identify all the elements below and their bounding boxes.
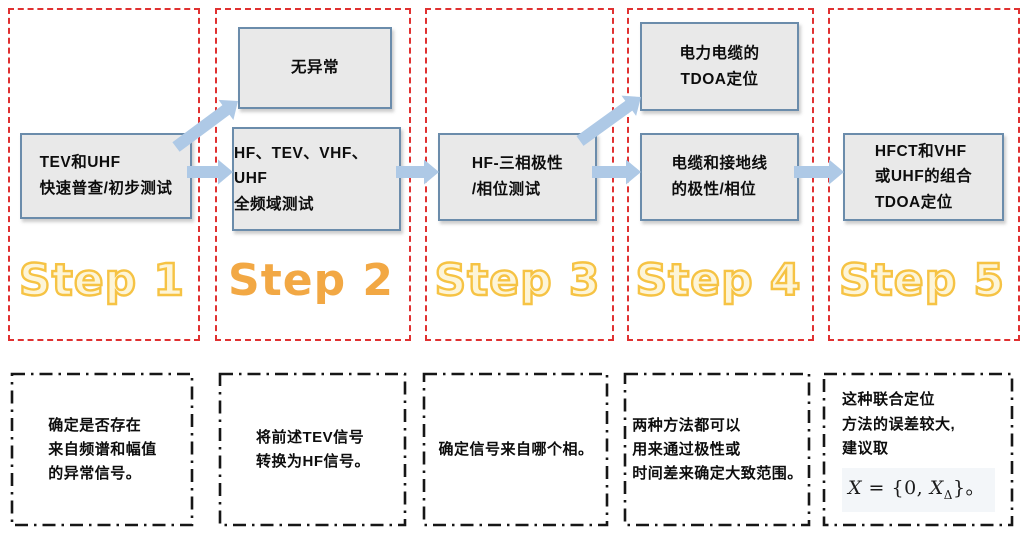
box-line: 或UHF的组合 bbox=[874, 168, 973, 186]
note-line: 转换为HF信号。 bbox=[256, 453, 370, 470]
note-step5: 这种联合定位 方法的误差较大, 建议取 X = {0, XΔ}。 bbox=[822, 372, 1015, 528]
note-line: 时间差来确定大致范围。 bbox=[632, 465, 803, 483]
dash-dot-border bbox=[822, 372, 1014, 527]
box-line: 全频域测试 bbox=[234, 195, 315, 213]
box-line: HF-三相极性 bbox=[471, 155, 564, 173]
box-line: HF、TEV、VHF、UHF bbox=[234, 144, 368, 188]
dash-dot-border bbox=[10, 372, 194, 527]
step4-label: Step 4 bbox=[634, 254, 802, 307]
step5-label: Step 5 bbox=[838, 254, 1005, 307]
note-line: 用来通过极性或 bbox=[632, 440, 741, 458]
formula-var: X bbox=[929, 477, 944, 500]
box-line: TEV和UHF bbox=[39, 154, 121, 172]
box-line: 电缆和接地线 bbox=[671, 155, 768, 173]
dash-dot-border bbox=[623, 372, 811, 527]
step1-label: Step 1 bbox=[18, 254, 185, 307]
note-line: 建议取 bbox=[841, 440, 889, 458]
box-no-abnormality: 无异常 bbox=[238, 27, 392, 109]
formula-var: X bbox=[847, 477, 862, 500]
note-line: 这种联合定位 bbox=[841, 391, 935, 409]
note-line: 的异常信号。 bbox=[48, 465, 142, 483]
box-hfct-combined-tdoa: HFCT和VHF 或UHF的组合 TDOA定位 bbox=[843, 133, 1004, 221]
box-line: HFCT和VHF bbox=[874, 142, 967, 160]
note-line: 将前述TEV信号 bbox=[256, 428, 365, 446]
note-line: 来自频谱和幅值 bbox=[48, 440, 157, 458]
box-line: 快速普查/初步测试 bbox=[39, 180, 173, 197]
note-step4: 两种方法都可以 用来通过极性或 时间差来确定大致范围。 bbox=[623, 372, 812, 528]
note-step2: 将前述TEV信号 转换为HF信号。 bbox=[218, 372, 408, 528]
box-full-band-test: HF、TEV、VHF、UHF 全频域测试 bbox=[232, 127, 401, 231]
step3-label: Step 3 bbox=[433, 254, 601, 307]
set-formula: X = {0, XΔ}。 bbox=[841, 468, 996, 512]
box-line: TDOA定位 bbox=[874, 193, 953, 211]
note-line: 两种方法都可以 bbox=[632, 416, 741, 434]
box-line: 电力电缆的 bbox=[679, 44, 760, 62]
note-step3: 确定信号来自哪个相。 bbox=[422, 372, 610, 528]
formula-mid: = {0, bbox=[861, 477, 930, 500]
box-tev-uhf-survey: TEV和UHF 快速普查/初步测试 bbox=[20, 133, 192, 219]
formula-subscript: Δ bbox=[943, 488, 953, 503]
dash-dot-border bbox=[218, 372, 407, 527]
box-line: /相位测试 bbox=[471, 181, 541, 198]
formula-end: }。 bbox=[952, 477, 986, 500]
note-step1: 确定是否存在 来自频谱和幅值 的异常信号。 bbox=[10, 372, 195, 528]
step2-label: Step 2 bbox=[228, 255, 394, 306]
box-line: 无异常 bbox=[290, 59, 339, 77]
box-line: TDOA定位 bbox=[680, 70, 759, 88]
dash-dot-border bbox=[422, 372, 609, 527]
box-cable-ground-polarity: 电缆和接地线 的极性/相位 bbox=[640, 133, 799, 221]
note-line: 确定是否存在 bbox=[48, 416, 142, 434]
box-power-cable-tdoa: 电力电缆的 TDOA定位 bbox=[640, 22, 799, 111]
box-line: 的极性/相位 bbox=[671, 181, 757, 198]
box-hf-three-phase-test: HF-三相极性 /相位测试 bbox=[438, 133, 597, 221]
note-line: 确定信号来自哪个相。 bbox=[438, 440, 594, 458]
note-line: 方法的误差较大, bbox=[841, 415, 956, 433]
